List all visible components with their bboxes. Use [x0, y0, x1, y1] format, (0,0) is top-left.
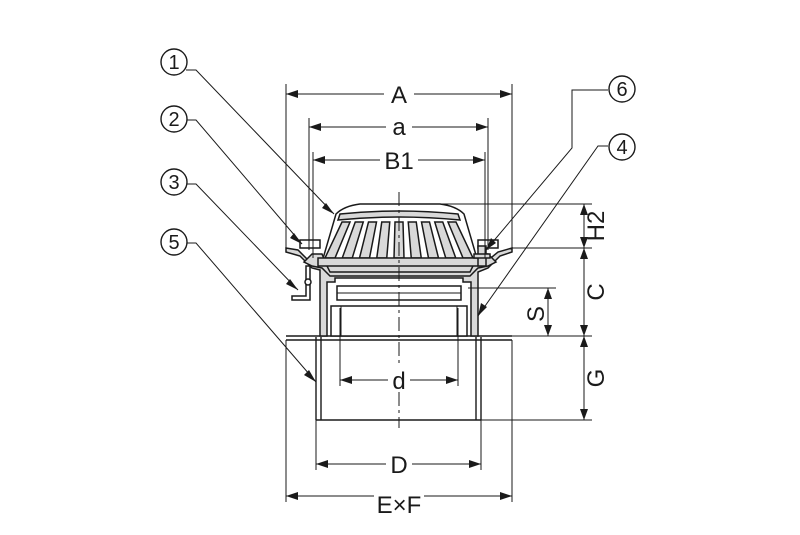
dim-label-G: G [583, 369, 610, 388]
callout-1-number: 1 [168, 52, 179, 74]
callout-2-number: 2 [168, 109, 179, 131]
leader-lines [186, 69, 608, 383]
dim-label-H2: H2 [583, 211, 610, 242]
dimension-lines [285, 84, 592, 502]
dim-label-D: D [390, 452, 407, 479]
fixing-bolt [473, 245, 491, 267]
dim-label-a: a [392, 114, 406, 141]
callout-6-number: 6 [616, 79, 627, 101]
dim-label-ExF: E×F [377, 492, 422, 519]
dim-label-S: S [523, 306, 550, 322]
dim-label-C: C [583, 283, 610, 300]
callout-2: 2 [160, 105, 188, 133]
callout-5: 5 [160, 228, 188, 256]
callout-6: 6 [608, 75, 636, 103]
callout-3-number: 3 [168, 172, 179, 194]
callout-4: 4 [608, 133, 636, 161]
dim-label-A: A [391, 82, 407, 109]
callout-5-number: 5 [168, 232, 179, 254]
dim-label-B1: B1 [384, 148, 413, 175]
anchor-hook [291, 265, 312, 301]
callout-1: 1 [160, 48, 188, 76]
callout-4-number: 4 [616, 137, 627, 159]
callout-3: 3 [160, 168, 188, 196]
dim-label-d: d [392, 368, 405, 395]
